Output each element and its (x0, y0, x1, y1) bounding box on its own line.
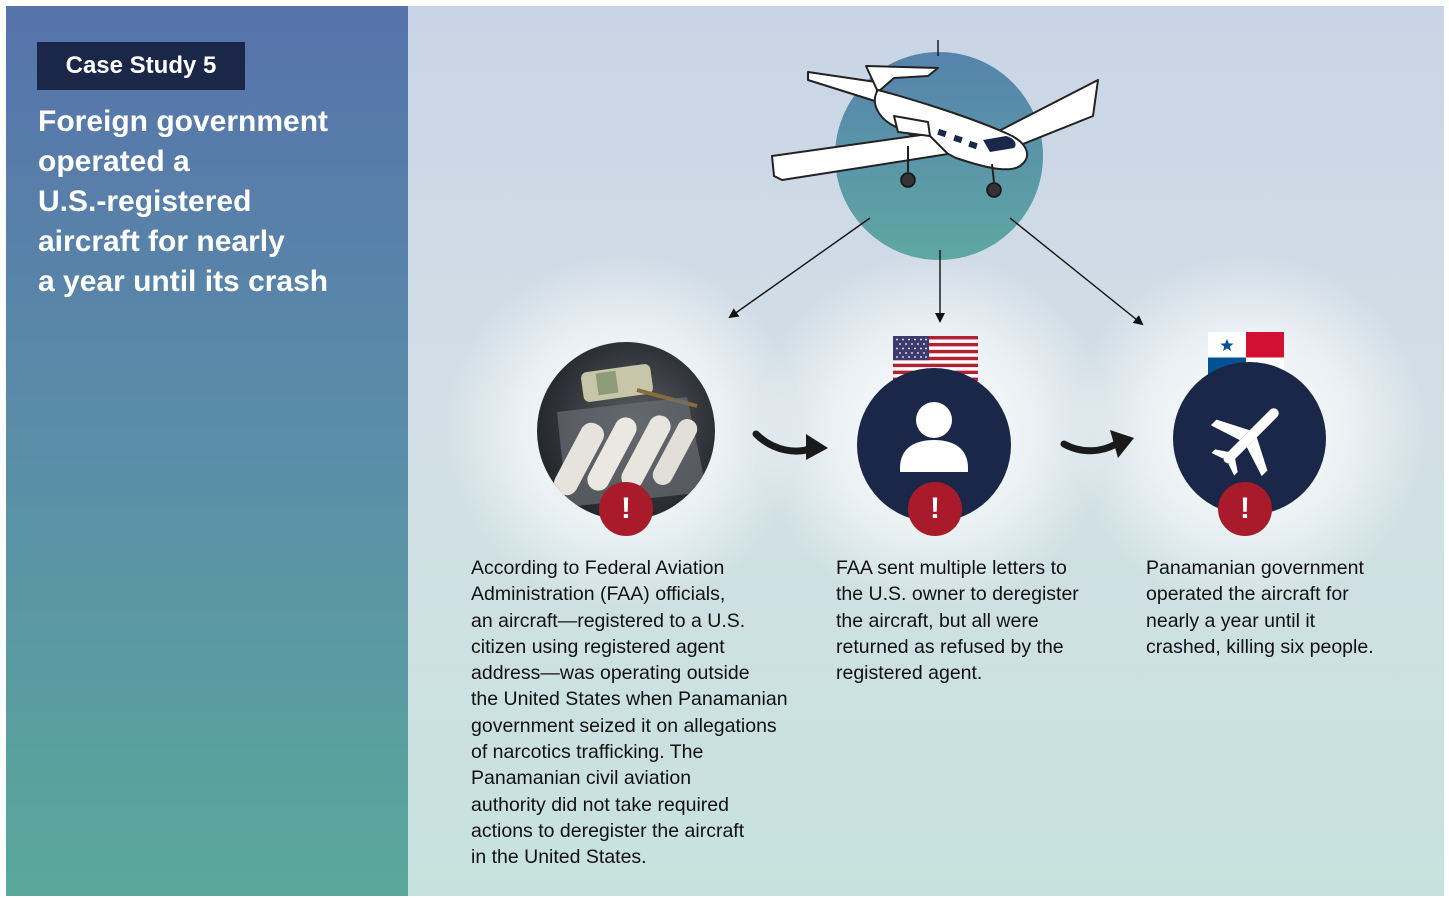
description-line: nearly a year until it (1146, 609, 1316, 632)
description-line: citizen using registered agent (471, 635, 725, 658)
alert-icon: ! (908, 482, 962, 536)
description-line: FAA sent multiple letters to (836, 557, 1067, 579)
description-line: crashed, killing six people. (1146, 635, 1374, 658)
alert-icon: ! (1218, 482, 1272, 536)
right-panel: ! (408, 6, 1444, 896)
arrow-to-step-3 (1009, 217, 1144, 326)
arrow-to-step-1 (728, 217, 871, 319)
curved-arrow-icon (1060, 430, 1134, 458)
description-line: actions to deregister the aircraft (471, 819, 745, 842)
description-line: Panamanian civil aviation (471, 767, 692, 790)
description-line: the United States when Panamanian (471, 688, 788, 711)
description-line: in the United States. (471, 846, 647, 869)
title-line: a year until its crash (38, 265, 329, 298)
description-line: government seized it on allegations (471, 714, 777, 737)
left-panel: Case Study 5 Foreign government operated… (6, 6, 408, 896)
case-study-badge: Case Study 5 (37, 42, 245, 90)
curved-arrow-icon (752, 430, 828, 460)
branch-arrows (728, 40, 1144, 326)
infographic: Case Study 5 Foreign government operated… (6, 6, 1444, 896)
title-line: Foreign government (38, 105, 329, 138)
description-line: of narcotics trafficking. The (471, 741, 704, 764)
person-icon (900, 402, 968, 472)
title-line: aircraft for nearly (38, 225, 285, 258)
description-line: operated the aircraft for (1146, 583, 1349, 606)
description-line: Panamanian government (1146, 557, 1364, 579)
description-line: authority did not take required (471, 793, 729, 816)
airplane-icon (1210, 408, 1279, 477)
alert-icon: ! (599, 482, 653, 536)
title-line: U.S.-registered (38, 185, 252, 218)
description-line: According to Federal Aviation (471, 557, 725, 579)
step-3-description: Panamanian government operated the aircr… (1146, 555, 1374, 660)
jet-airplane-icon (771, 65, 1099, 198)
title-line: operated a (38, 145, 190, 178)
case-study-title: Foreign government operated a U.S.-regis… (38, 102, 378, 302)
description-line: the U.S. owner to deregister (836, 583, 1079, 606)
description-line: registered agent. (836, 662, 983, 685)
step-1-description: According to Federal Aviation Administra… (471, 555, 788, 871)
narcotics-image (553, 364, 707, 507)
step-2-description: FAA sent multiple letters to the U.S. ow… (836, 555, 1079, 686)
description-line: returned as refused by the (836, 635, 1064, 658)
description-line: an aircraft—registered to a U.S. (471, 609, 746, 632)
description-line: Administration (FAA) officials, (471, 583, 726, 606)
description-line: the aircraft, but all were (836, 609, 1039, 632)
description-line: address—was operating outside (471, 662, 750, 685)
